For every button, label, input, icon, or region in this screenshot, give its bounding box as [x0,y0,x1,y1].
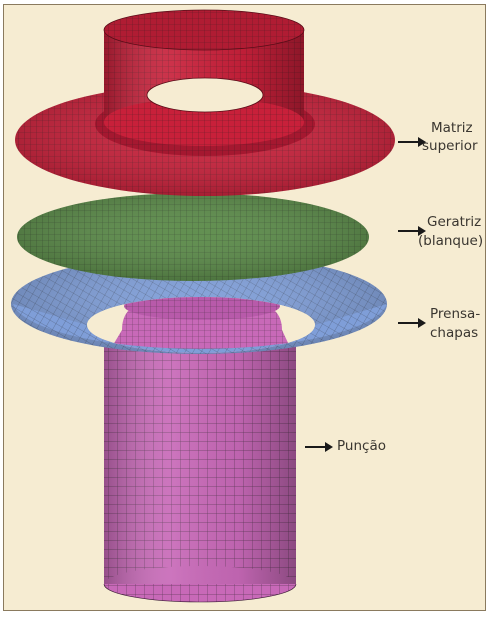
matriz-label-line1: Matriz [431,120,473,137]
prensa-label-line2: chapas [430,325,478,342]
matriz-label-line2: superior [422,138,478,155]
geratriz-label-line1: Geratriz [427,214,481,231]
puncao-arrow [305,446,331,448]
matriz-superior-part [15,10,395,196]
geratriz-arrow [398,230,424,232]
prensa-arrow [398,322,424,324]
puncao-label: Punção [337,438,386,455]
geratriz-part [17,193,369,281]
prensa-label-line1: Prensa- [430,306,480,323]
geratriz-label-line2: (blanque) [418,233,483,250]
matriz-arrow [398,141,424,143]
